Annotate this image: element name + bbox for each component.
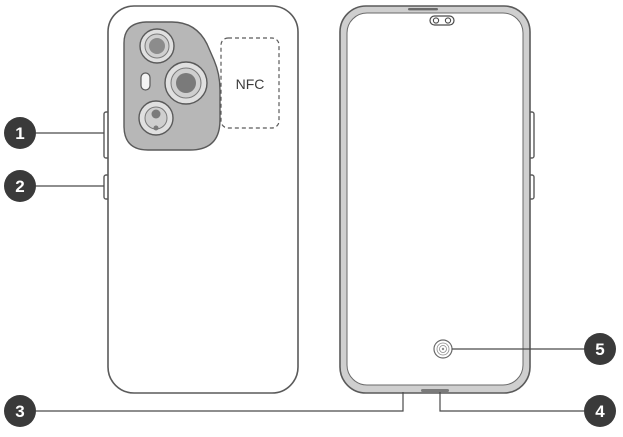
flash-icon: [141, 73, 150, 90]
earpiece: [408, 8, 438, 10]
callout-5-label: 5: [595, 340, 604, 359]
callout-5: 5: [584, 333, 616, 365]
leader-line-3: [36, 392, 403, 411]
camera-lens-main: [165, 62, 207, 104]
fingerprint-sensor-icon: [434, 340, 452, 358]
phone-back-view: NFC: [104, 6, 298, 393]
front-camera-icon: [430, 16, 454, 25]
usb-port: [421, 389, 449, 392]
leader-line-4: [440, 392, 584, 411]
phone-screen: [347, 13, 523, 385]
callout-4-label: 4: [595, 402, 605, 421]
callout-4: 4: [584, 395, 616, 427]
phone-front-view: [340, 6, 534, 393]
camera-lens-top: [140, 29, 174, 63]
camera-lens-bottom: [139, 101, 173, 135]
callout-3: 3: [4, 395, 36, 427]
callout-1-label: 1: [15, 124, 24, 143]
callout-2: 2: [4, 170, 36, 202]
callout-1: 1: [4, 117, 36, 149]
nfc-label: NFC: [236, 76, 265, 92]
callout-3-label: 3: [15, 402, 24, 421]
callout-2-label: 2: [15, 177, 24, 196]
